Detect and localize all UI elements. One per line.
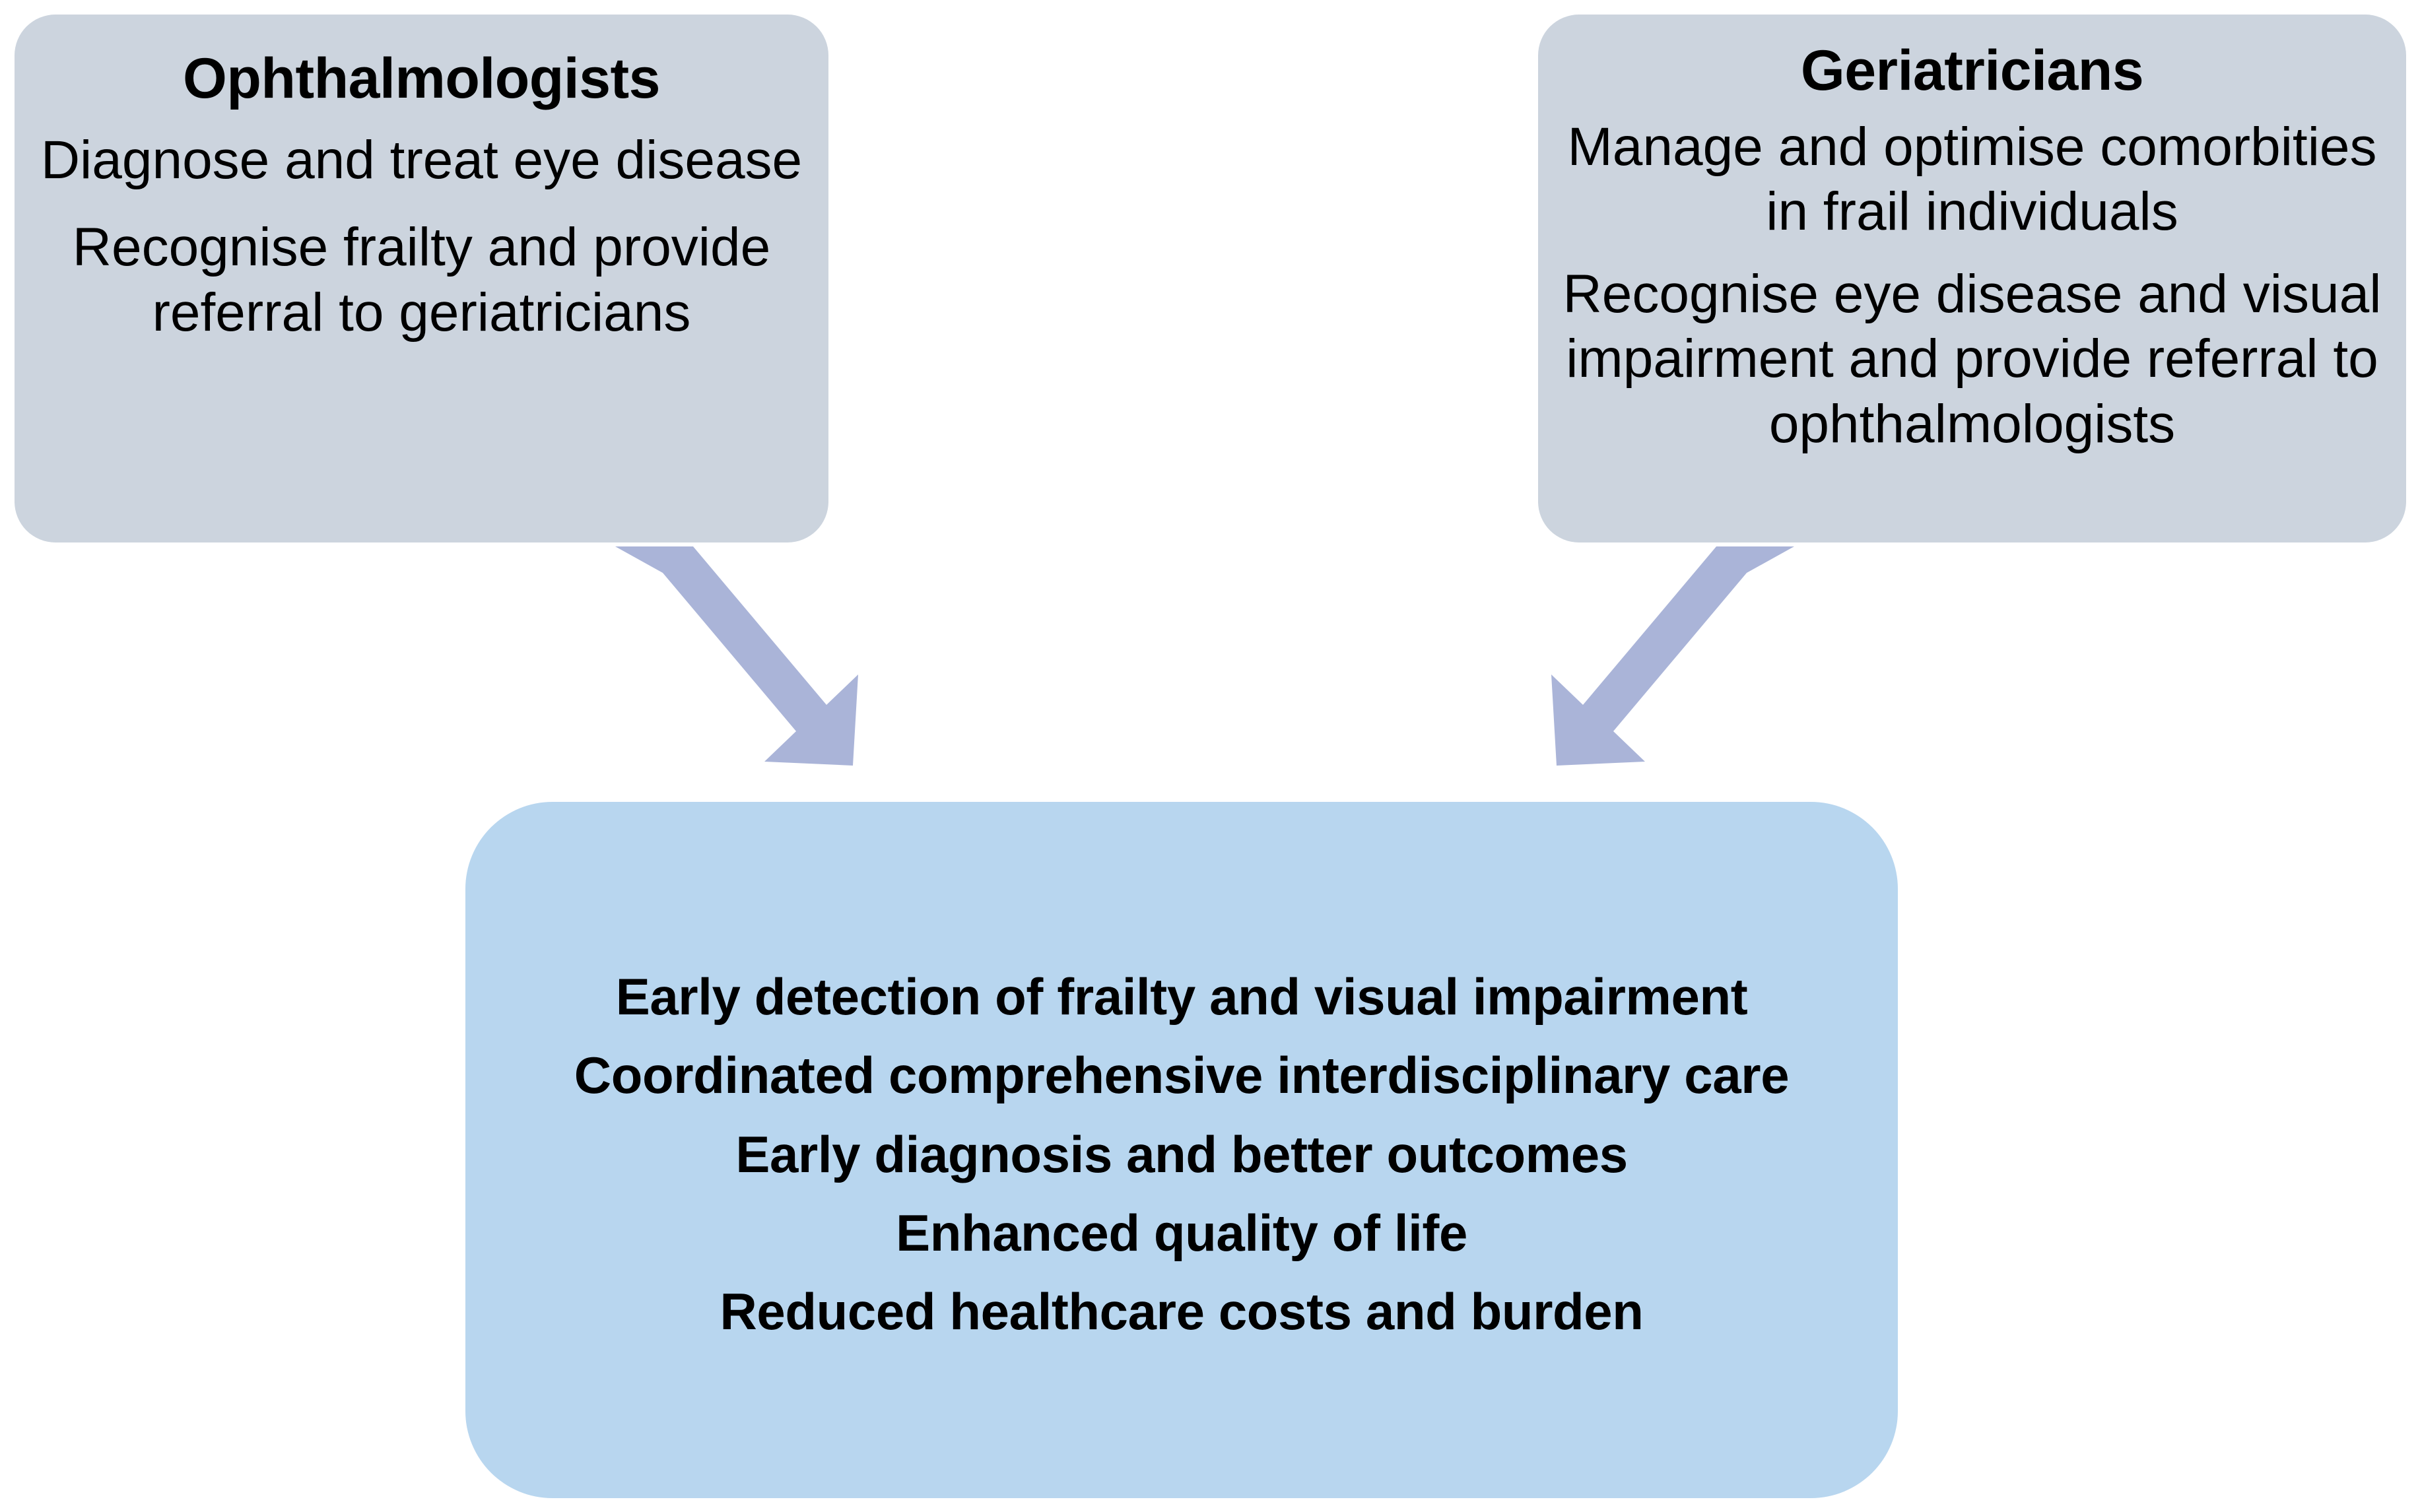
outcome-line-2: Coordinated comprehensive interdisciplin… bbox=[574, 1046, 1790, 1105]
ophthalmologists-paragraph-2: Recognise frailty and provide referral t… bbox=[72, 217, 771, 343]
outcome-line-5: Reduced healthcare costs and burden bbox=[720, 1282, 1644, 1341]
node-outcomes[interactable]: Early detection of frailty and visual im… bbox=[465, 802, 1898, 1498]
geriatricians-paragraph-1: Manage and optimise comorbities in frail… bbox=[1567, 117, 2377, 242]
outcome-line-1: Early detection of frailty and visual im… bbox=[615, 968, 1748, 1026]
ophthalmologists-paragraph-1: Diagnose and treat eye disease bbox=[40, 130, 803, 191]
geriatricians-title: Geriatricians bbox=[1800, 39, 2144, 102]
ophthalmologists-title: Ophthalmologists bbox=[183, 47, 661, 110]
outcome-line-4: Enhanced quality of life bbox=[896, 1203, 1467, 1262]
outcome-line-3: Early diagnosis and better outcomes bbox=[735, 1125, 1628, 1183]
node-ophthalmologists[interactable]: Ophthalmologists Diagnose and treat eye … bbox=[15, 15, 828, 542]
arrow-ophthalmologists-to-outcomes bbox=[615, 546, 858, 766]
geriatricians-paragraph-2: Recognise eye disease and visual impairm… bbox=[1563, 263, 2382, 454]
arrow-geriatricians-to-outcomes bbox=[1551, 546, 1794, 766]
node-geriatricians[interactable]: Geriatricians Manage and optimise comorb… bbox=[1538, 15, 2406, 542]
